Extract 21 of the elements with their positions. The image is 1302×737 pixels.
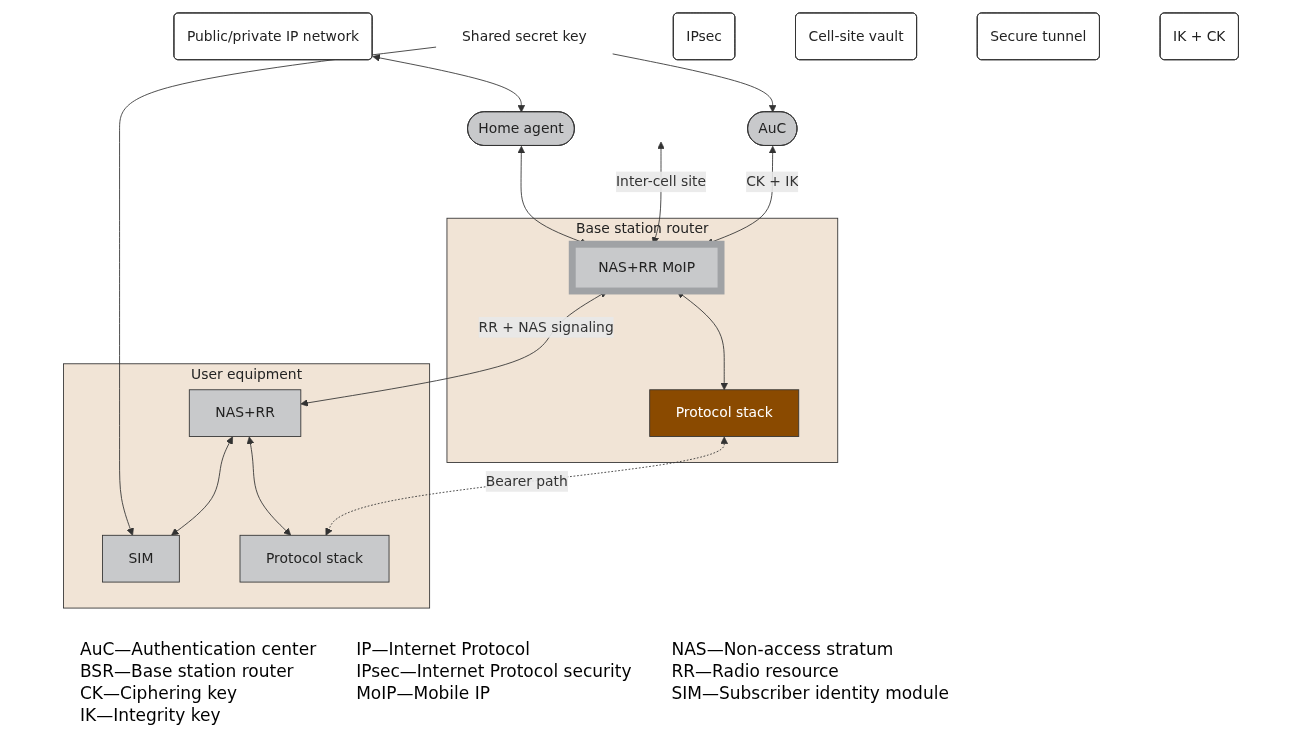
node-box: Protocol stack xyxy=(239,534,390,583)
abbreviation-note: SIM—Subscriber identity module xyxy=(671,683,949,703)
node-box: SIM xyxy=(102,534,180,583)
node-box: Protocol stack xyxy=(649,389,800,437)
edge-label: CK + IK xyxy=(746,173,799,190)
abbreviation-note: IP—Internet Protocol xyxy=(356,639,531,659)
abbreviation-note: AuC—Authentication center xyxy=(80,639,317,659)
abbreviation-note: BSR—Base station router xyxy=(80,661,295,681)
edge-label: Bearer path xyxy=(485,472,568,490)
arrow xyxy=(325,436,729,536)
edge-label: Inter-cell site xyxy=(616,173,706,190)
abbreviation-note: MoIP—Mobile IP xyxy=(356,683,491,703)
node-text: Shared secret key xyxy=(462,27,587,45)
abbreviation-note: IPsec—Internet Protocol security xyxy=(356,661,632,681)
abbreviation-note: RR—Radio resource xyxy=(671,661,840,681)
abbreviation-note: NAS—Non-access stratum xyxy=(671,639,895,659)
node-box: NAS+RR xyxy=(188,389,302,437)
abbreviation-note: CK—Ciphering key xyxy=(80,683,239,703)
abbreviation-note: IK—Integrity key xyxy=(80,705,222,725)
node-box: NAS+RR MoIP xyxy=(568,240,725,295)
edge-label: RR + NAS signaling xyxy=(478,318,614,336)
